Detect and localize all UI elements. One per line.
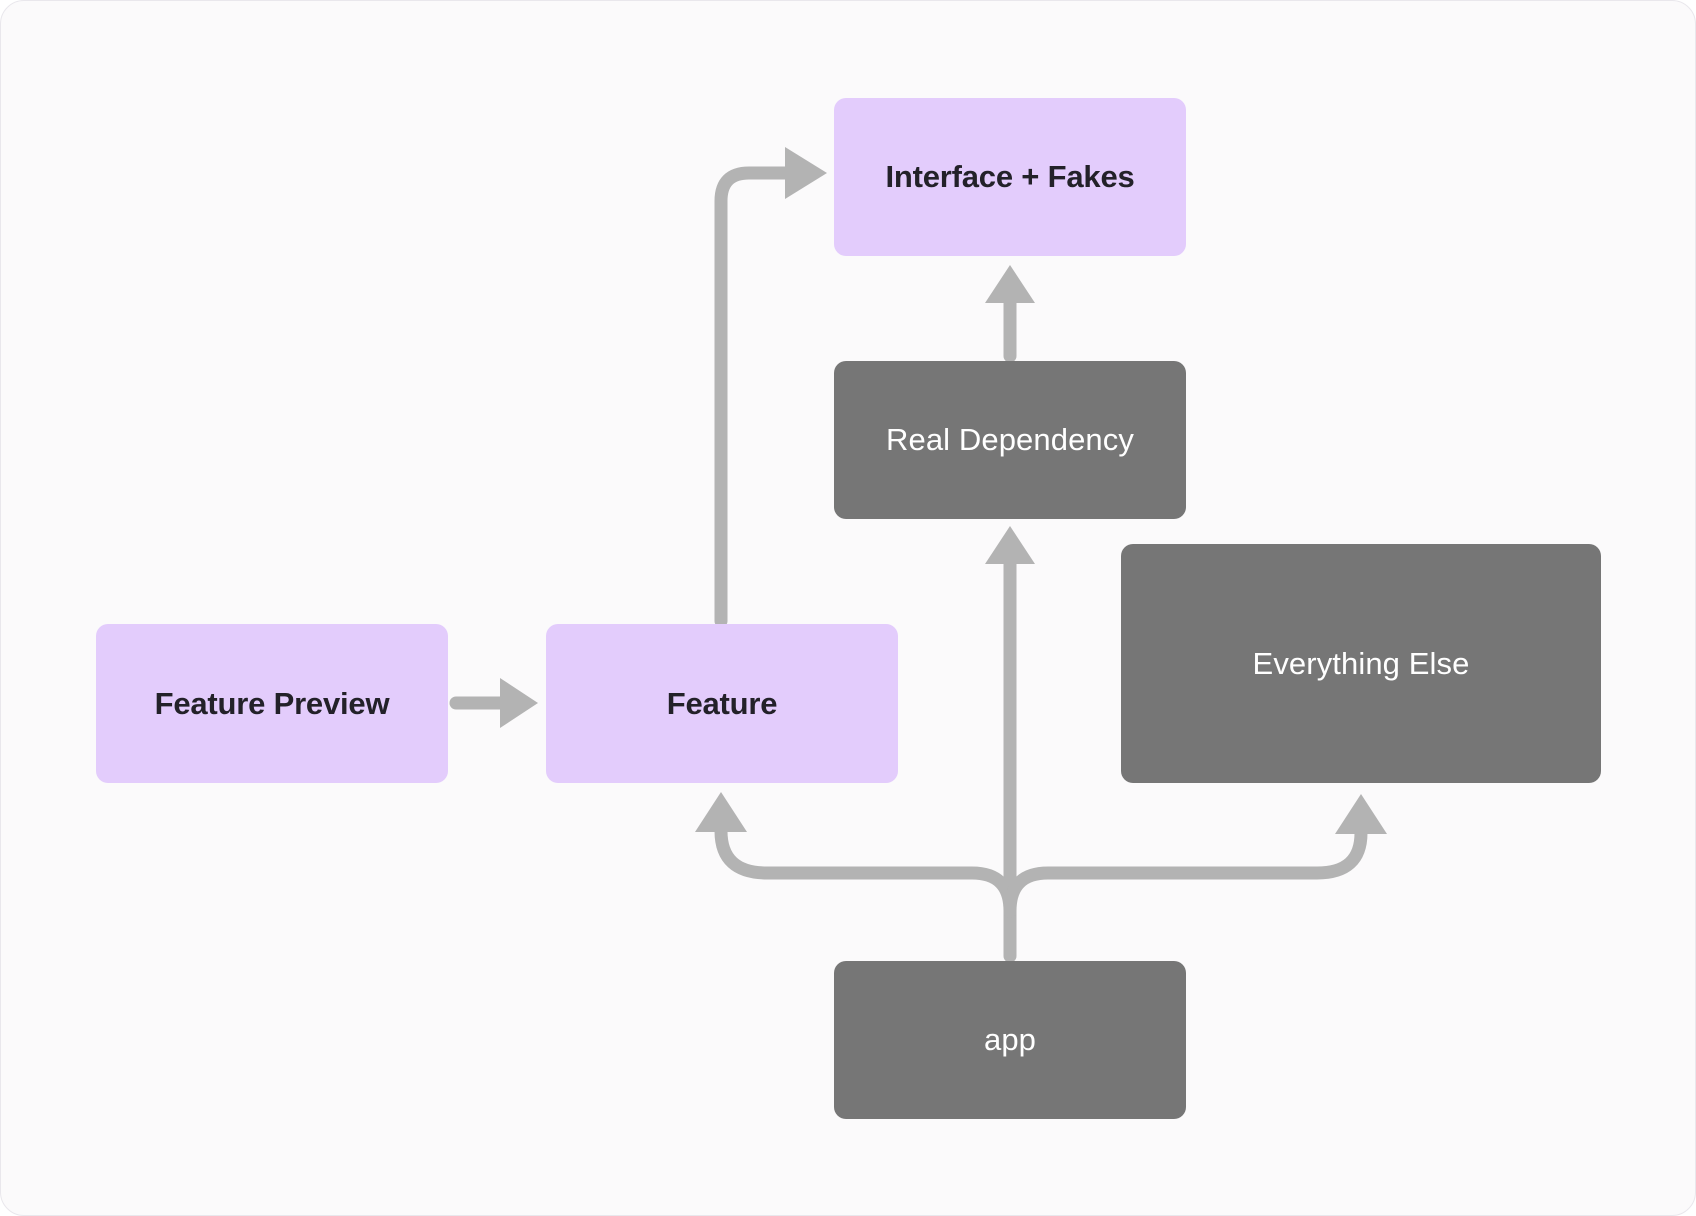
- node-app-label: app: [983, 1022, 1037, 1058]
- edge-feature-preview-to-feature: [449, 678, 538, 728]
- node-real-dependency-label: Real Dependency: [886, 422, 1134, 458]
- node-interface-fakes[interactable]: Interface + Fakes: [834, 98, 1186, 256]
- edge-app-to-real-dependency: [985, 526, 1035, 963]
- node-app[interactable]: app: [834, 961, 1186, 1119]
- node-everything-else-label: Everything Else: [1252, 645, 1470, 681]
- edge-app-to-everything-else: [1003, 794, 1387, 918]
- node-feature[interactable]: Feature: [546, 624, 898, 783]
- node-feature-preview[interactable]: Feature Preview: [96, 624, 448, 783]
- node-feature-preview-label: Feature Preview: [154, 685, 390, 721]
- edge-real-dependency-to-interface-fakes: [985, 265, 1035, 363]
- edge-feature-to-interface-fakes: [714, 147, 827, 628]
- node-interface-fakes-label: Interface + Fakes: [885, 159, 1135, 195]
- node-everything-else[interactable]: Everything Else: [1121, 544, 1601, 783]
- edge-app-to-feature: [695, 792, 1017, 918]
- node-feature-label: Feature: [666, 685, 778, 721]
- node-real-dependency[interactable]: Real Dependency: [834, 361, 1186, 519]
